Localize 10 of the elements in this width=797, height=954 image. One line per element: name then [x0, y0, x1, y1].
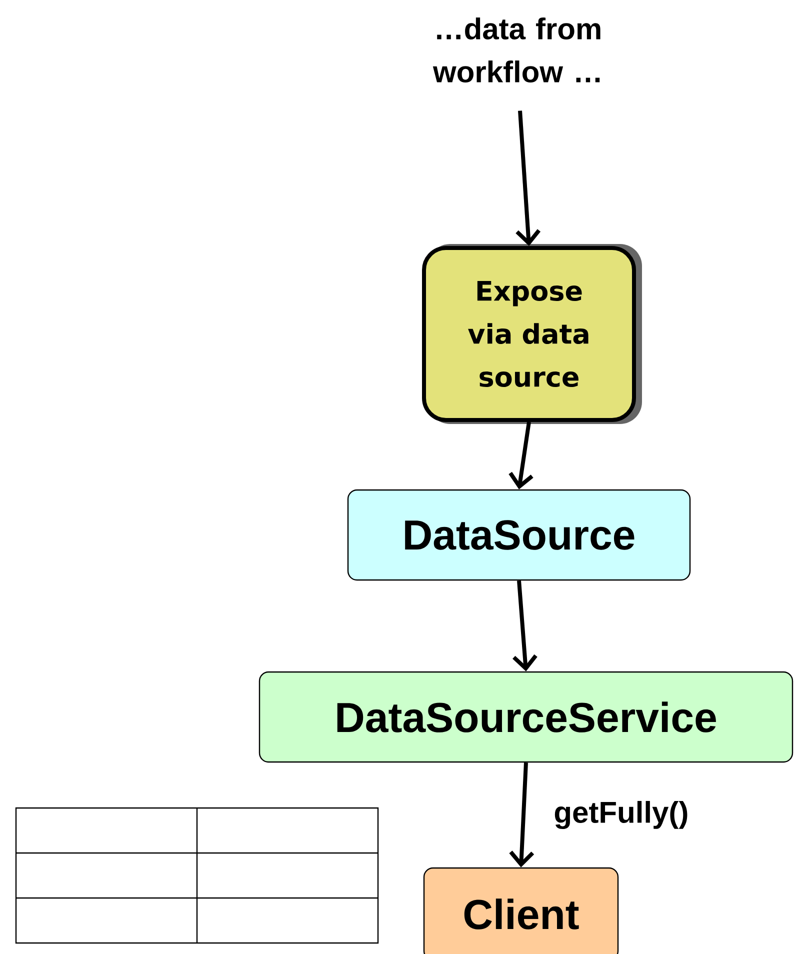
source-text: …data from workflow … [432, 18, 600, 83]
edge-label: getFully() [552, 798, 691, 832]
class-box: DataSourceService [258, 671, 794, 763]
arrow [512, 580, 538, 672]
class-box: DataSource [347, 489, 691, 581]
arrow [509, 762, 534, 868]
class-box: Client [423, 867, 619, 954]
process-box: Expose via data source [422, 244, 642, 424]
arrow [508, 422, 534, 490]
arrow [516, 110, 541, 246]
